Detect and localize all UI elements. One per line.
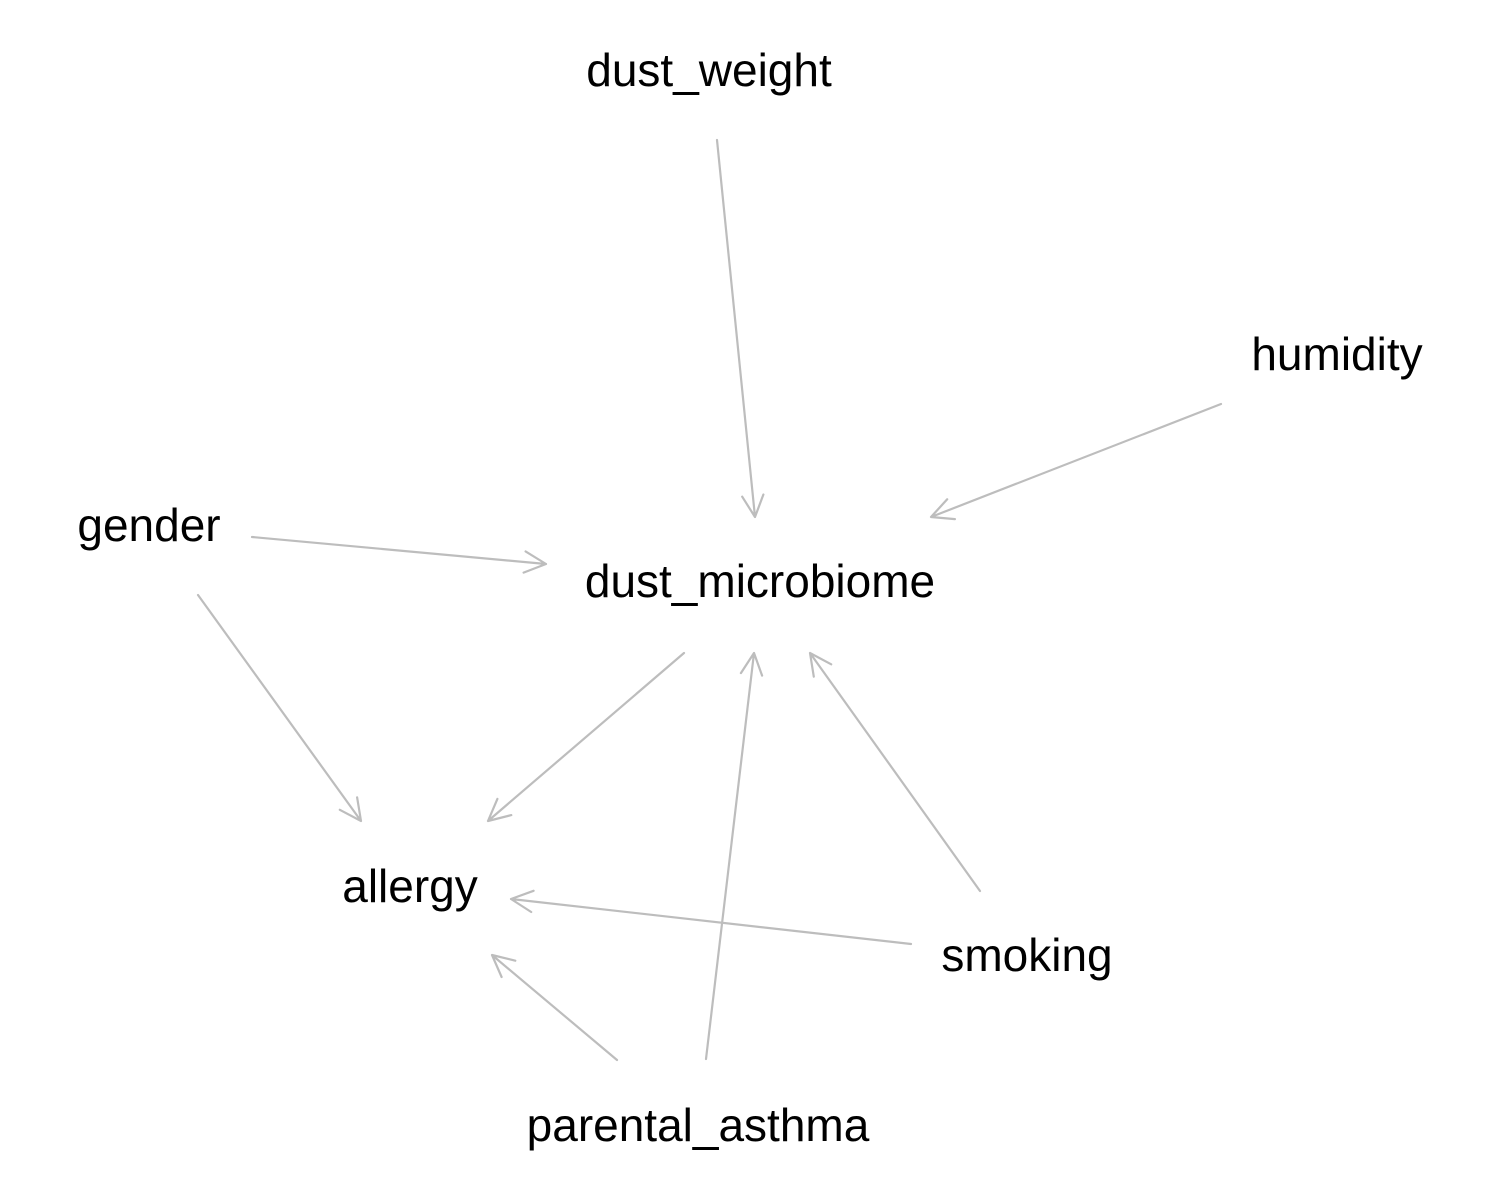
node-allergy: allergy bbox=[342, 860, 478, 912]
edges-layer bbox=[196, 138, 1223, 1062]
edge-dust-microbiome-to-allergy bbox=[486, 651, 686, 823]
edge-smoking-to-allergy bbox=[509, 889, 913, 946]
node-parental-asthma: parental_asthma bbox=[527, 1099, 870, 1151]
node-humidity: humidity bbox=[1251, 328, 1422, 380]
edge-parental-asthma-to-dust-microbiome bbox=[704, 651, 764, 1061]
nodes-layer: dust_weight humidity gender dust_microbi… bbox=[77, 44, 1422, 1151]
node-dust-microbiome: dust_microbiome bbox=[585, 555, 935, 607]
edge-parental-asthma-to-allergy bbox=[490, 953, 619, 1062]
node-smoking: smoking bbox=[941, 929, 1112, 981]
node-dust-weight: dust_weight bbox=[586, 44, 832, 96]
edge-gender-to-dust-microbiome bbox=[250, 535, 548, 574]
edge-gender-to-allergy bbox=[196, 593, 363, 823]
edge-humidity-to-dust-microbiome bbox=[929, 402, 1223, 521]
edge-dust-weight-to-dust-microbiome bbox=[715, 138, 765, 519]
node-gender: gender bbox=[77, 499, 220, 551]
edge-smoking-to-dust-microbiome bbox=[808, 651, 982, 893]
